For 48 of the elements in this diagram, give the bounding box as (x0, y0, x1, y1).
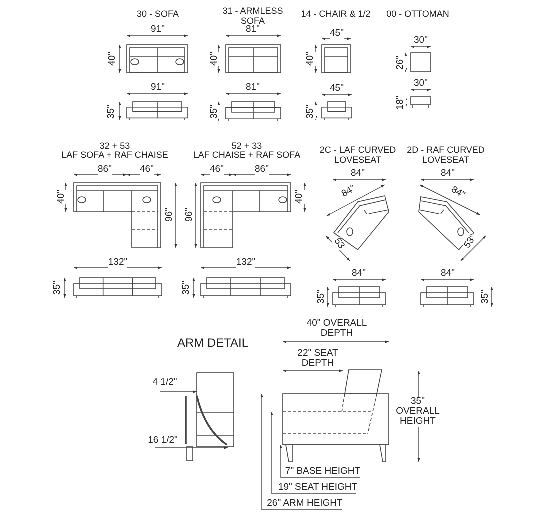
dimension-label: 45" (330, 29, 344, 39)
model-heading: 32 + 53 (100, 141, 130, 151)
dimension-label: 84" (352, 269, 366, 279)
dimension-label: 81" (246, 25, 260, 35)
model-heading: 00 - OTTOMAN (386, 9, 450, 19)
dimension-label: 4 1/2" (152, 378, 178, 388)
dimension-label: 40" (306, 52, 316, 66)
dimension-label: 40" (295, 190, 305, 204)
dimension-label: 96" (185, 208, 195, 222)
dimension-label: 35" (53, 281, 63, 295)
dimension-label: 26" (396, 56, 406, 70)
dimension-label: 18" (396, 96, 406, 110)
dimension-note: 7" BASE HEIGHT (285, 467, 361, 477)
dimension-label: 35" (182, 281, 192, 295)
dimension-label: 35" (210, 105, 220, 119)
dimension-label: 40" (210, 52, 220, 66)
dimension-label: 91" (151, 25, 165, 35)
dimension-label: 30" (414, 79, 428, 89)
dimension-note: 26" ARM HEIGHT (267, 499, 343, 509)
model-heading: LAF SOFA + RAF CHAISE (62, 150, 168, 160)
dimension-label: 91" (151, 83, 165, 93)
dimension-label: 45" (330, 84, 344, 94)
dimension-label: 40" (57, 190, 67, 204)
dimension-label: 132" (108, 258, 128, 268)
dimension-label: 81" (246, 83, 260, 93)
dimension-label: 46" (210, 165, 224, 175)
dimension-label: 35" (481, 290, 491, 304)
dimension-label: 86" (255, 165, 269, 175)
model-heading: 14 - CHAIR & 1/2 (301, 9, 371, 19)
dimension-label: 30" (414, 36, 428, 46)
dimension-label: 86" (98, 165, 112, 175)
section-heading: ARM DETAIL (177, 338, 249, 348)
dimension-label: 84" (351, 169, 365, 179)
dimension-label: 35" (317, 290, 327, 304)
dimension-label: 84" (441, 169, 455, 179)
dimension-label: 35" (107, 105, 117, 119)
dimension-label: 84" (441, 269, 455, 279)
dimension-label: 40" (108, 52, 118, 66)
model-heading: 30 - SOFA (136, 9, 180, 19)
dimension-note: 19" SEAT HEIGHT (278, 483, 358, 493)
model-heading: LAF CHAISE + RAF SOFA (193, 150, 301, 160)
model-heading: 52 + 33 (232, 141, 262, 151)
dimension-label: 16 1/2" (148, 436, 178, 446)
dimension-label: 53 (332, 236, 346, 252)
dimension-label: 46" (140, 165, 154, 175)
dimension-label: 132" (236, 258, 256, 268)
dimension-label: 35" (306, 105, 316, 119)
dimension-label: 96" (165, 208, 175, 222)
